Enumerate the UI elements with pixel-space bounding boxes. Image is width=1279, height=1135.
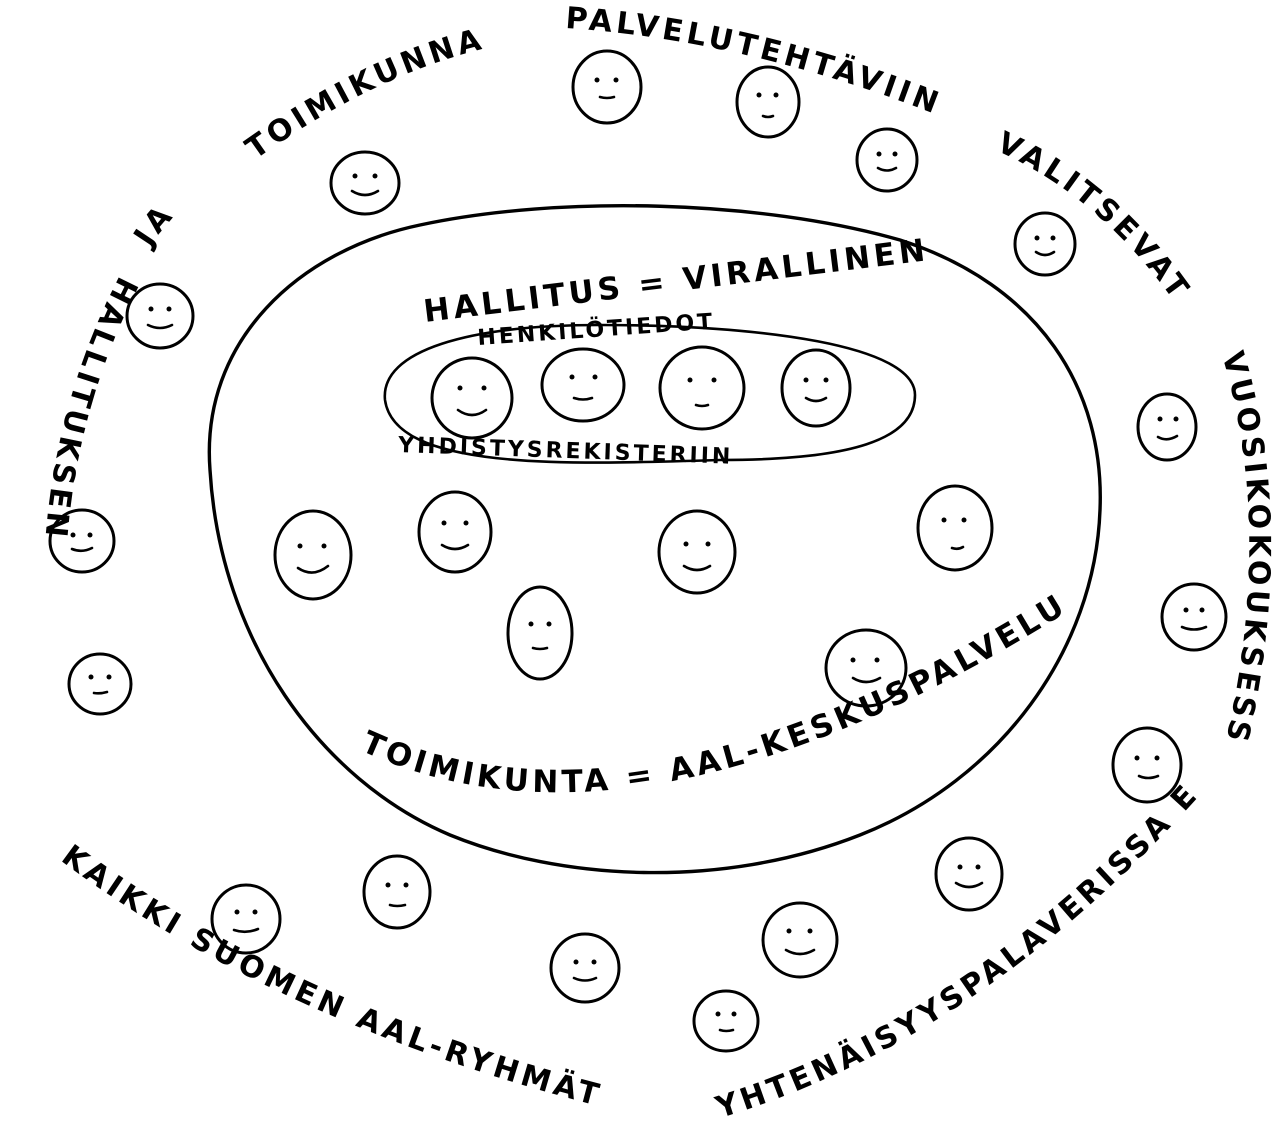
faces <box>50 51 1226 1051</box>
outer-label-top-left: TOIMIKUNNAN <box>0 0 489 166</box>
smiley-face-icon <box>659 511 735 593</box>
neutral-face-icon <box>737 67 799 137</box>
smiley-face-icon <box>1015 213 1075 275</box>
smiley-face-icon <box>936 838 1002 910</box>
outer-label-right-upper: VALITSEVAT <box>992 125 1198 308</box>
smiley-face-icon <box>275 511 351 599</box>
smiley-face-icon <box>1162 584 1226 650</box>
smiley-face-icon <box>1138 394 1196 460</box>
neutral-face-icon <box>694 991 758 1051</box>
smiley-face-icon <box>551 934 619 1002</box>
outer-label-top-right: PALVELUTEHTÄVIIN <box>564 1 946 122</box>
outer-label-left-upper: JA <box>126 197 181 254</box>
neutral-face-icon <box>573 51 641 123</box>
smiley-face-icon <box>127 284 193 348</box>
neutral-face-icon <box>364 856 430 928</box>
neutral-face-icon <box>542 349 624 421</box>
smiley-face-icon <box>212 885 280 953</box>
outer-label-right-side: VUOSIKOKOUKSESSA <box>0 0 1276 748</box>
board-bottom-label: YHDISTYSREKISTERIIN <box>397 433 734 470</box>
smiley-face-icon <box>763 903 837 977</box>
neutral-face-icon <box>918 486 992 570</box>
neutral-face-icon <box>660 347 744 429</box>
smiley-face-icon <box>419 492 491 572</box>
smiley-face-icon <box>432 358 512 438</box>
outer-label-bottom-left: KAIKKI SUOMEN AAL-RYHMÄT <box>55 838 606 1114</box>
outer-label-left-side: HALLITUKSEN. <box>0 0 144 542</box>
smiley-face-icon <box>857 129 917 191</box>
smiley-face-icon <box>331 152 399 214</box>
committee-label: TOIMIKUNTA = AAL-KESKUSPALVELU RY <box>0 0 1074 800</box>
smiley-face-icon <box>782 350 850 426</box>
neutral-face-icon <box>69 654 131 714</box>
neutral-face-icon <box>508 587 572 679</box>
neutral-face-icon <box>1113 728 1181 802</box>
